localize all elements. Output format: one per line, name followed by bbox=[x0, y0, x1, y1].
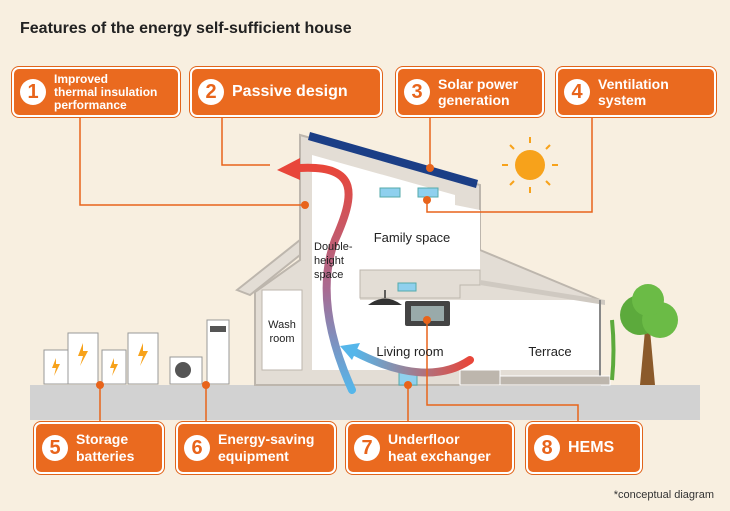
vent-left bbox=[379, 187, 401, 198]
terrace-label: Terrace bbox=[528, 344, 571, 359]
callout-solar-power: 3 Solar power generation bbox=[396, 67, 544, 117]
leader-lines bbox=[79, 115, 593, 423]
callout-number: 4 bbox=[564, 79, 590, 105]
deck bbox=[499, 375, 611, 386]
callout-energy-saving: 6 Energy-saving equipment bbox=[176, 422, 336, 474]
callout-label: Storage batteries bbox=[76, 431, 135, 464]
tree-icon bbox=[610, 284, 678, 385]
callout-hems: 8 HEMS bbox=[526, 422, 642, 474]
callout-label: HEMS bbox=[568, 439, 615, 456]
ceiling-lamp bbox=[368, 298, 402, 305]
callout-number: 3 bbox=[404, 79, 430, 105]
airflow-bottom-arrowhead bbox=[340, 343, 360, 360]
terrace-awning bbox=[480, 280, 605, 305]
callout-label: Energy-saving equipment bbox=[218, 431, 315, 464]
callout-passive-design: 2 Passive design bbox=[190, 67, 382, 117]
airflow-bottom bbox=[351, 348, 474, 377]
callout-label: Improved thermal insulation performance bbox=[54, 71, 158, 112]
storage-batteries-icon bbox=[43, 332, 159, 385]
wash-room-label-2: room bbox=[269, 333, 294, 345]
leader-dots bbox=[96, 164, 434, 389]
footnote: *conceptual diagram bbox=[613, 489, 714, 501]
callout-number: 5 bbox=[42, 435, 68, 461]
hems-screen bbox=[411, 306, 444, 321]
living-room-label: Living room bbox=[376, 344, 443, 359]
callout-number: 1 bbox=[20, 79, 46, 105]
left-roof bbox=[235, 237, 301, 297]
solar-panel bbox=[308, 132, 478, 188]
callout-ventilation: 4 Ventilation system bbox=[556, 67, 716, 117]
callout-label: Underfloor heat exchanger bbox=[388, 431, 491, 464]
wash-room-interior bbox=[261, 289, 303, 371]
double-height-label-2: height bbox=[314, 255, 344, 267]
callout-storage-batteries: 5 Storage batteries bbox=[34, 422, 164, 474]
callout-label: Solar power generation bbox=[438, 76, 519, 108]
living-interior bbox=[312, 300, 600, 370]
ground bbox=[30, 385, 700, 420]
step bbox=[459, 369, 501, 386]
upper-interior bbox=[312, 155, 480, 270]
double-height-label-1: Double- bbox=[314, 241, 353, 253]
vent-mid bbox=[397, 282, 417, 292]
airflow-up bbox=[296, 163, 356, 394]
energy-saving-equipment-icon bbox=[169, 319, 230, 385]
callout-underfloor: 7 Underfloor heat exchanger bbox=[346, 422, 514, 474]
wash-room-label-1: Wash bbox=[268, 319, 296, 331]
double-height-label-3: space bbox=[314, 269, 343, 281]
callout-label: Ventilation system bbox=[598, 76, 669, 108]
family-floor bbox=[359, 269, 481, 299]
sun-icon bbox=[502, 137, 558, 193]
page-title: Features of the energy self-sufficient h… bbox=[20, 20, 352, 37]
callout-number: 6 bbox=[184, 435, 210, 461]
callout-number: 8 bbox=[534, 435, 560, 461]
callout-thermal-insulation: 1 Improved thermal insulation performanc… bbox=[12, 67, 180, 117]
vent-right bbox=[417, 187, 439, 198]
callout-label: Passive design bbox=[232, 83, 348, 100]
callout-number: 2 bbox=[198, 79, 224, 105]
family-space-label: Family space bbox=[374, 230, 451, 245]
airflow-up-arrowhead bbox=[277, 158, 300, 180]
callout-number: 7 bbox=[354, 435, 380, 461]
